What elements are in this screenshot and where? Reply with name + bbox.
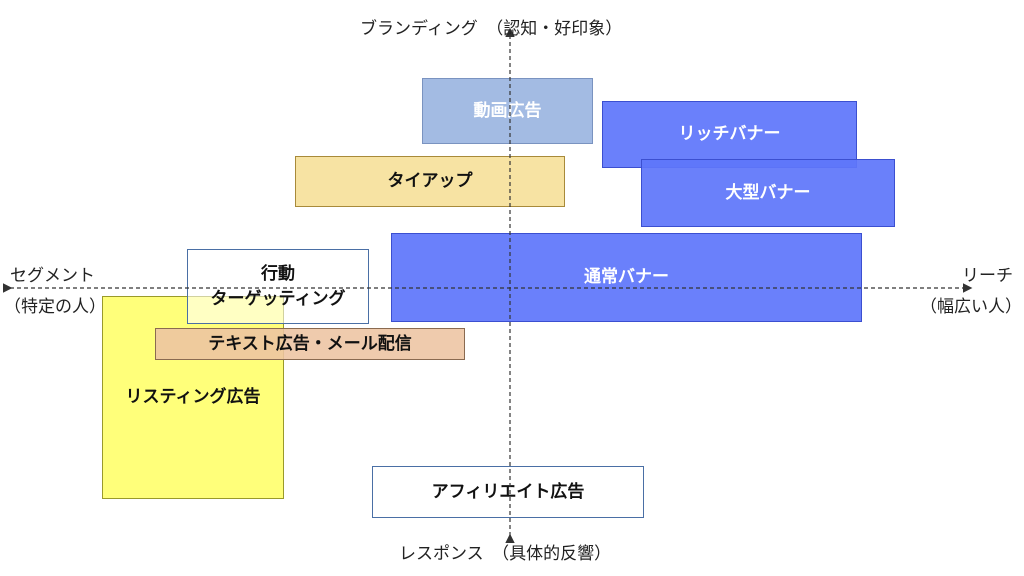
- text-ad-email-label: テキスト広告・メール配信: [208, 333, 412, 354]
- axis-label-right-2: （幅広い人）: [920, 297, 1022, 317]
- axis-label-left-2: （特定の人）: [4, 297, 106, 317]
- behavioral-targeting-label-1: 行動: [261, 263, 295, 284]
- tieup-label: タイアップ: [387, 171, 473, 192]
- axis-label-bottom: レスポンス （具体的反響）: [399, 544, 612, 564]
- listing-ad-label: リスティング広告: [125, 387, 261, 408]
- behavioral-targeting-label-2: ターゲッティング: [210, 288, 346, 309]
- text-ad-email-box: テキスト広告・メール配信: [155, 328, 465, 360]
- axis-label-left-1: セグメント: [10, 266, 95, 286]
- normal-banner-box: 通常バナー: [391, 233, 862, 322]
- rich-banner-label: リッチバナー: [678, 124, 781, 145]
- normal-banner-label: 通常バナー: [584, 267, 669, 288]
- large-banner-label: 大型バナー: [725, 182, 811, 203]
- rich-banner-box: リッチバナー: [602, 101, 857, 168]
- axis-label-right-1: リーチ: [962, 266, 1013, 286]
- axis-label-top: ブランディング （認知・好印象）: [360, 19, 623, 39]
- tieup-box: タイアップ: [295, 156, 565, 207]
- large-banner-box: 大型バナー: [641, 159, 895, 227]
